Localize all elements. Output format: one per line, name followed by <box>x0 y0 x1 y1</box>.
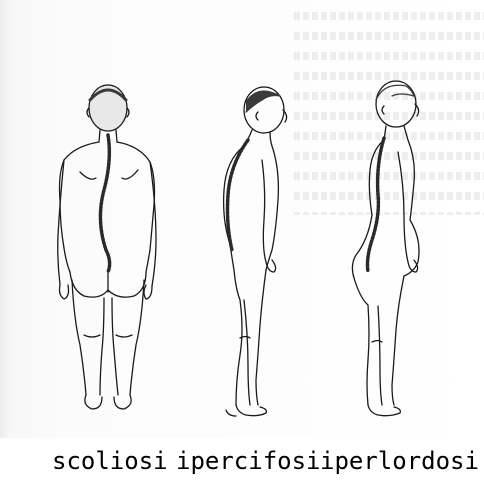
label-lordosis: iperlordosi <box>320 446 479 480</box>
spine-scoliosis <box>100 135 109 272</box>
label-scoliosis: scoliosi <box>52 446 168 480</box>
spine-kyphosis <box>228 140 249 250</box>
label-kyphosis: ipercifosi <box>176 446 321 480</box>
scoliosis-figure <box>58 85 156 409</box>
hair-side <box>246 91 280 112</box>
lordosis-figure <box>352 81 419 416</box>
postures-illustration <box>0 0 484 438</box>
kyphosis-figure <box>224 87 287 416</box>
